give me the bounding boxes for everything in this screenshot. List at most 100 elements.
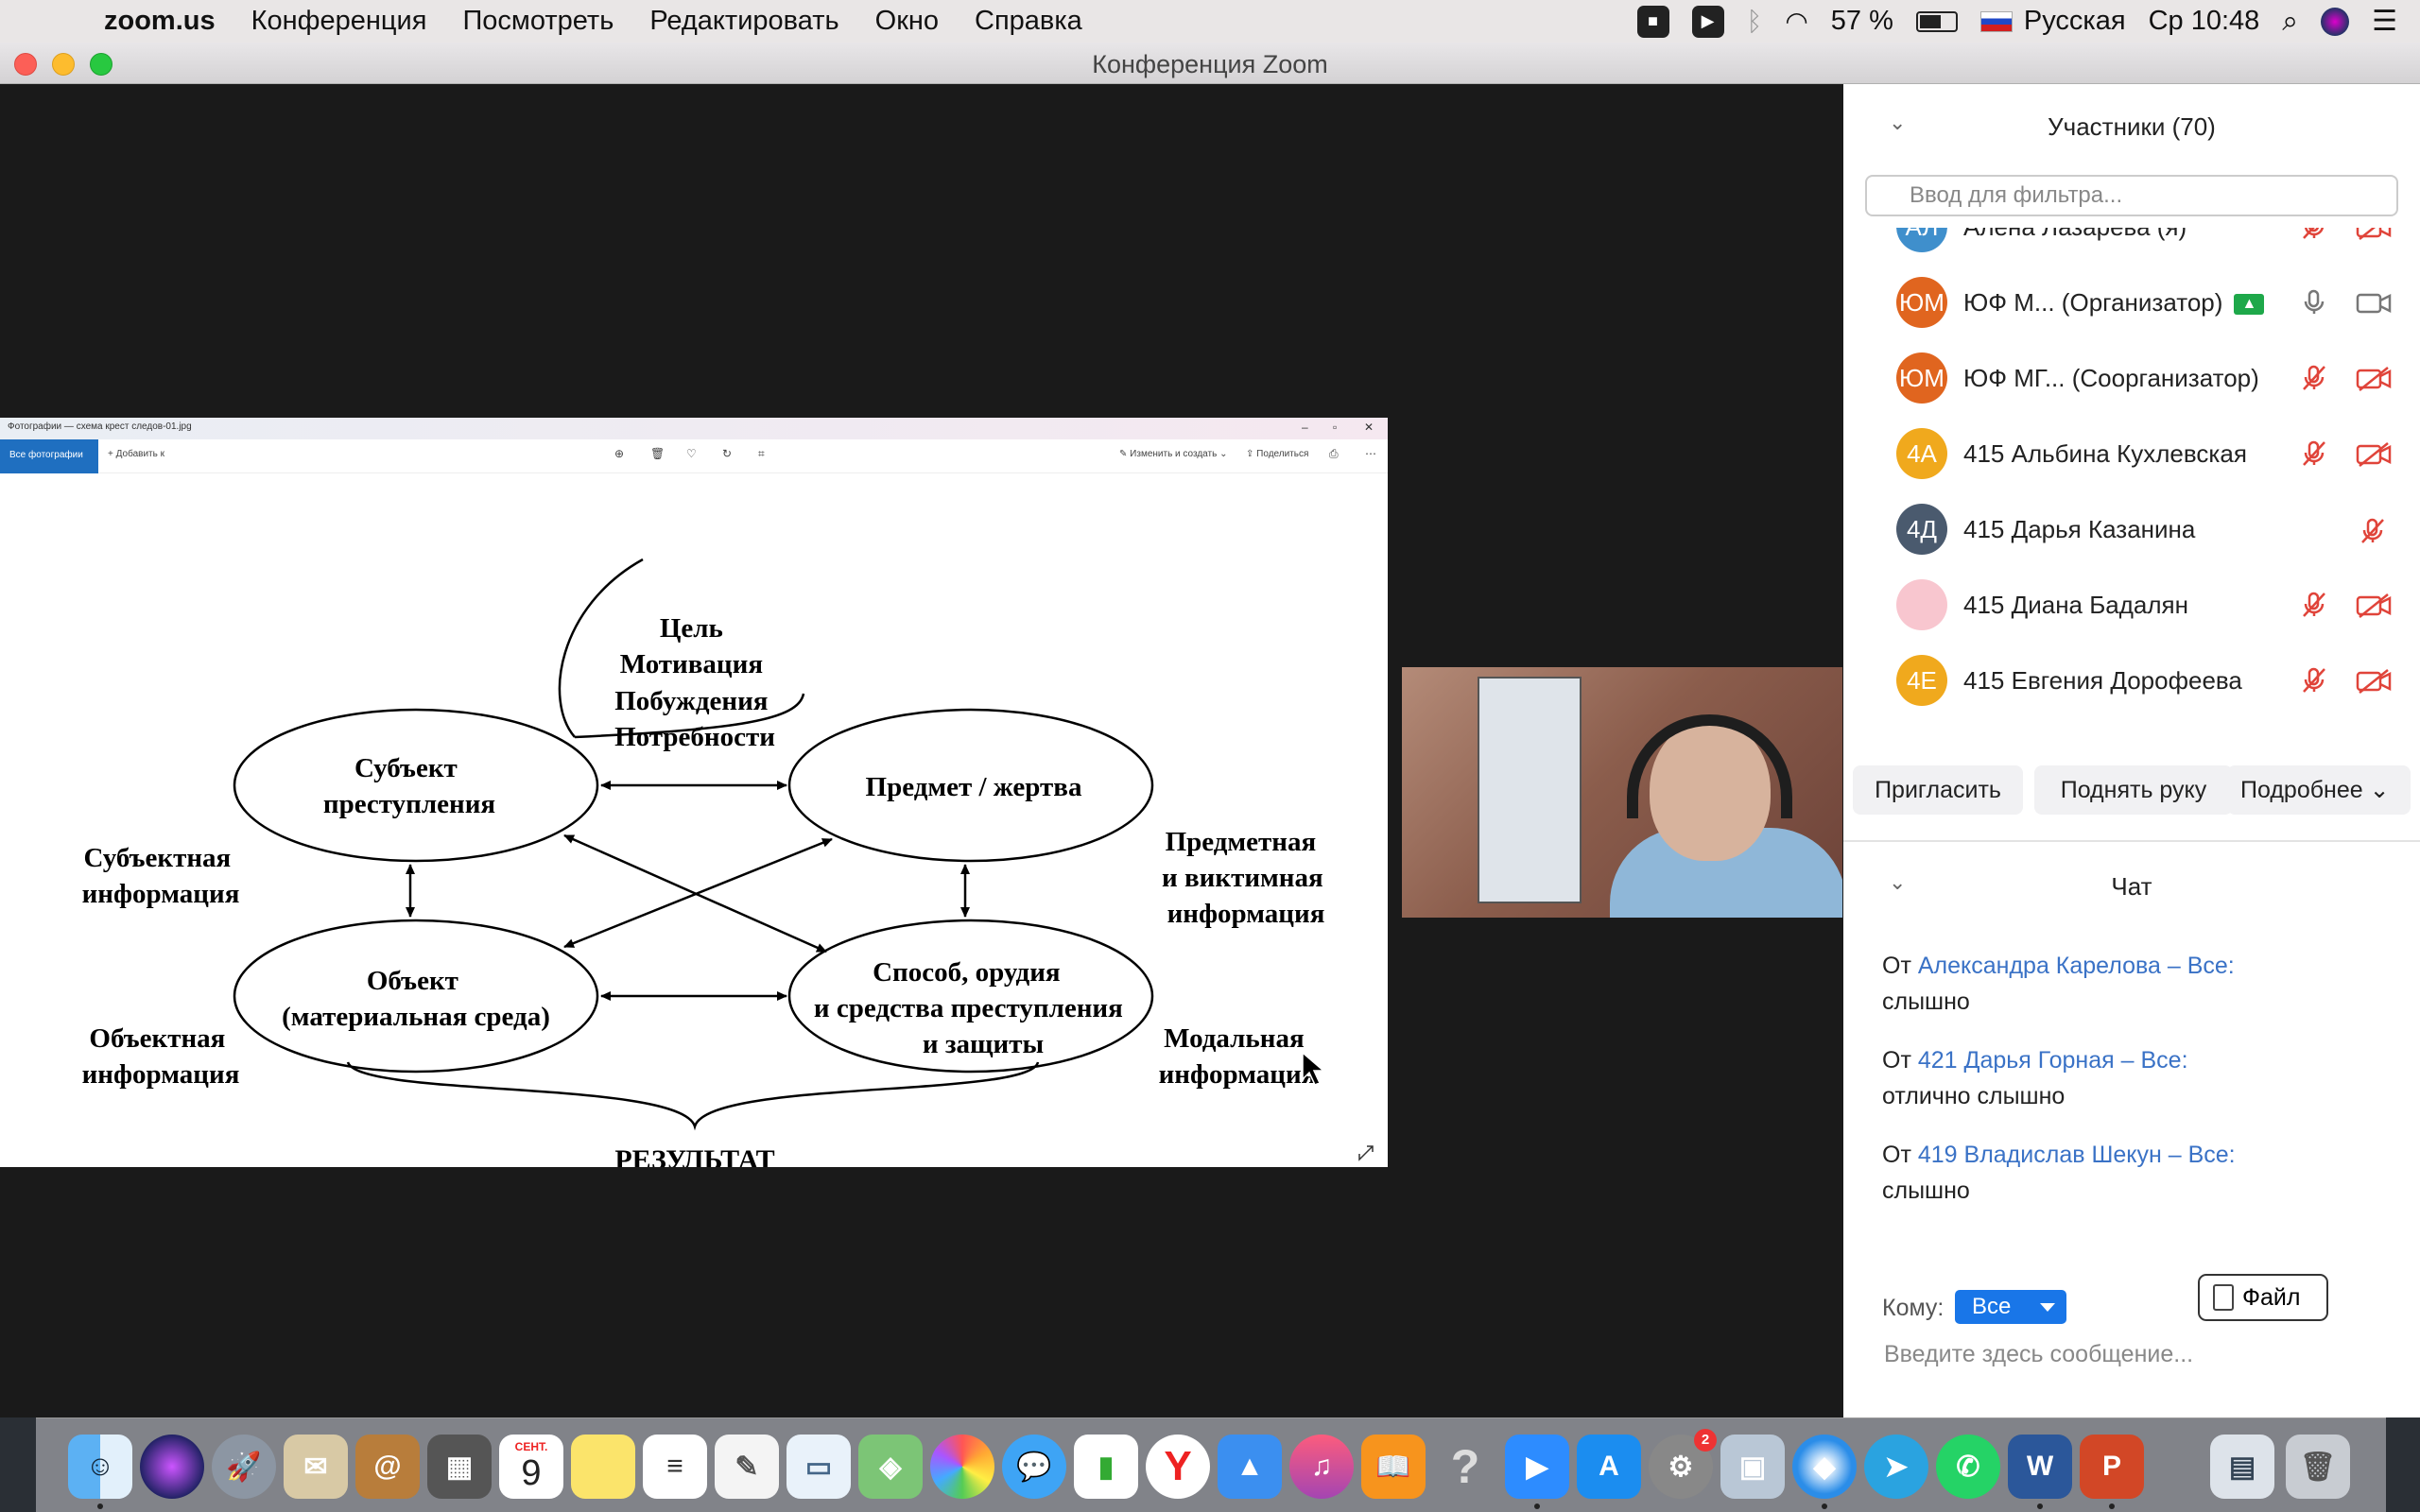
delete-icon[interactable]: 🗑 bbox=[650, 447, 666, 460]
participant-row[interactable]: 415 Диана Бадалян bbox=[1843, 568, 2420, 644]
favorite-heart-icon[interactable]: ♡ bbox=[686, 447, 697, 460]
mic-muted-icon[interactable] bbox=[2359, 517, 2387, 545]
menu-window[interactable]: Окно bbox=[874, 6, 940, 36]
rotate-icon[interactable]: ↻ bbox=[722, 447, 733, 460]
mic-muted-icon[interactable] bbox=[2300, 439, 2328, 468]
participant-row[interactable]: 4Д 415 Дарья Казанина bbox=[1843, 492, 2420, 568]
participant-row[interactable]: ЮМ ЮФ М... (Организатор)▲ bbox=[1843, 266, 2420, 341]
crop-icon[interactable]: ⌗ bbox=[758, 447, 765, 460]
zoom-app-icon[interactable]: ▶ bbox=[1505, 1435, 1569, 1499]
books-icon[interactable]: 📖 bbox=[1361, 1435, 1426, 1499]
camera-on-icon[interactable] bbox=[2356, 290, 2392, 317]
trash-icon[interactable]: 🗑 bbox=[2286, 1435, 2350, 1499]
input-source-label[interactable]: Русская bbox=[2023, 6, 2126, 36]
notification-center-icon[interactable]: ☰ bbox=[2372, 6, 2397, 37]
textedit-icon[interactable]: ✎ bbox=[715, 1435, 779, 1499]
chat-recipient-select[interactable]: Все bbox=[1955, 1290, 2066, 1324]
powerpoint-icon[interactable]: P bbox=[2080, 1435, 2144, 1499]
add-to-button[interactable]: + Добавить к bbox=[108, 449, 164, 459]
clock[interactable]: Ср 10:48 bbox=[2148, 6, 2260, 36]
raise-hand-button[interactable]: Поднять руку bbox=[2034, 765, 2233, 815]
participant-row[interactable]: 4А 415 Альбина Кухлевская bbox=[1843, 417, 2420, 492]
minimize-window-button[interactable] bbox=[52, 53, 75, 76]
camera-off-icon[interactable] bbox=[2356, 441, 2392, 468]
edit-create-button[interactable]: ✎ Изменить и создать ⌄ bbox=[1119, 449, 1228, 459]
menu-help[interactable]: Справка bbox=[975, 6, 1082, 36]
all-photos-button[interactable]: Все фотографии bbox=[0, 439, 98, 473]
file-button[interactable]: Файл bbox=[2198, 1274, 2328, 1321]
keynote-doc-icon[interactable]: ▭ bbox=[786, 1435, 851, 1499]
keynote-icon[interactable]: ▲ bbox=[1218, 1435, 1282, 1499]
viewer-minimize-icon[interactable]: – bbox=[1302, 421, 1308, 434]
chat-message-input[interactable] bbox=[1882, 1333, 2393, 1375]
help-icon[interactable]: ? bbox=[1450, 1440, 1480, 1493]
means-ellipse bbox=[787, 919, 1154, 1074]
spotlight-search-icon[interactable]: ⌕ bbox=[2282, 5, 2299, 37]
zoom-in-icon[interactable]: ⊕ bbox=[614, 447, 625, 460]
participant-row[interactable]: 4Е 415 Евгения Дорофеева bbox=[1843, 644, 2420, 719]
camera-off-icon[interactable] bbox=[2356, 366, 2392, 392]
share-button[interactable]: ⇪ Поделиться bbox=[1246, 449, 1309, 459]
camera-off-icon[interactable] bbox=[2356, 668, 2392, 695]
numbers-icon[interactable]: ▮ bbox=[1074, 1435, 1138, 1499]
menu-conference[interactable]: Конференция bbox=[251, 6, 427, 36]
telegram-icon[interactable]: ➤ bbox=[1864, 1435, 1928, 1499]
chat-sender[interactable]: Александра Карелова bbox=[1917, 953, 2161, 979]
speaker-video-tile[interactable] bbox=[1402, 667, 1842, 918]
reminders-icon[interactable]: ≡ bbox=[643, 1435, 707, 1499]
menu-edit[interactable]: Редактировать bbox=[649, 6, 839, 36]
contacts-icon[interactable]: @ bbox=[355, 1435, 420, 1499]
participant-filter-input[interactable] bbox=[1865, 175, 2398, 216]
calculator-icon[interactable]: ▦ bbox=[427, 1435, 492, 1499]
bluetooth-icon[interactable]: ᛒ bbox=[1746, 6, 1763, 36]
mic-muted-icon[interactable] bbox=[2300, 364, 2328, 392]
launchpad-icon[interactable]: 🚀 bbox=[212, 1435, 276, 1499]
mic-muted-icon[interactable] bbox=[2300, 591, 2328, 619]
system-preferences-icon[interactable]: ⚙2 bbox=[1649, 1429, 1717, 1499]
screenshot-folder-icon[interactable]: ▤ bbox=[2210, 1435, 2274, 1499]
menu-app-name[interactable]: zoom.us bbox=[104, 6, 216, 36]
participant-row[interactable]: ЮМ ЮФ МГ... (Соорганизатор) bbox=[1843, 341, 2420, 417]
menu-view[interactable]: Посмотреть bbox=[462, 6, 614, 36]
finder-icon[interactable]: ☺ bbox=[68, 1435, 132, 1499]
photos-icon[interactable] bbox=[930, 1435, 994, 1499]
wifi-icon[interactable]: ◠ bbox=[1785, 7, 1808, 36]
russian-flag-icon[interactable] bbox=[1979, 10, 2013, 32]
whatsapp-icon[interactable]: ✆ bbox=[1936, 1435, 2000, 1499]
viewer-close-icon[interactable]: ✕ bbox=[1364, 421, 1374, 434]
fullscreen-icon[interactable] bbox=[1358, 1145, 1374, 1161]
word-icon[interactable]: W bbox=[2008, 1435, 2072, 1499]
invite-button[interactable]: Пригласить bbox=[1853, 765, 2023, 815]
participants-collapse-icon[interactable]: ⌄ bbox=[1889, 111, 1907, 134]
messages-icon[interactable]: 💬 bbox=[1002, 1435, 1066, 1499]
stop-recording-icon[interactable]: ■ bbox=[1636, 5, 1669, 38]
siri-dock-icon[interactable] bbox=[140, 1435, 204, 1499]
mic-muted-icon[interactable] bbox=[2300, 666, 2328, 695]
chat-sender[interactable]: 419 Владислав Шекун bbox=[1917, 1142, 2162, 1168]
siri-icon[interactable] bbox=[2321, 7, 2350, 36]
itunes-icon[interactable]: ♫ bbox=[1289, 1435, 1354, 1499]
notes-icon[interactable] bbox=[571, 1435, 635, 1499]
preview-icon[interactable]: ▣ bbox=[1720, 1435, 1785, 1499]
calendar-icon[interactable]: СЕНТ.9 bbox=[499, 1435, 563, 1499]
app-store-icon[interactable]: A bbox=[1577, 1435, 1641, 1499]
camera-off-icon[interactable] bbox=[2356, 228, 2392, 241]
zoom-status-icon[interactable]: ▶ bbox=[1691, 5, 1724, 38]
more-options-icon[interactable]: ⋯ bbox=[1365, 447, 1376, 460]
camera-off-icon[interactable] bbox=[2356, 593, 2392, 619]
mic-on-icon[interactable] bbox=[2300, 288, 2328, 317]
yandex-browser-icon[interactable]: Y bbox=[1146, 1435, 1210, 1499]
safari-icon[interactable]: ◆ bbox=[1792, 1435, 1857, 1499]
viewer-maximize-icon[interactable]: ▫ bbox=[1333, 421, 1338, 434]
more-button[interactable]: Подробнее ⌄ bbox=[2227, 765, 2411, 815]
maps-icon[interactable]: ◈ bbox=[858, 1435, 923, 1499]
print-icon[interactable]: ⎙ bbox=[1329, 447, 1339, 460]
participant-row[interactable]: АЛ Алена Лазарева (я) bbox=[1843, 228, 2420, 266]
mic-muted-icon[interactable] bbox=[2300, 228, 2328, 241]
mail-icon[interactable]: ✉ bbox=[284, 1435, 348, 1499]
zoom-window-button[interactable] bbox=[90, 53, 112, 76]
battery-icon[interactable] bbox=[1915, 10, 1958, 32]
chat-collapse-icon[interactable]: ⌄ bbox=[1889, 870, 1907, 894]
chat-sender[interactable]: 421 Дарья Горная bbox=[1917, 1047, 2115, 1074]
close-window-button[interactable] bbox=[14, 53, 37, 76]
